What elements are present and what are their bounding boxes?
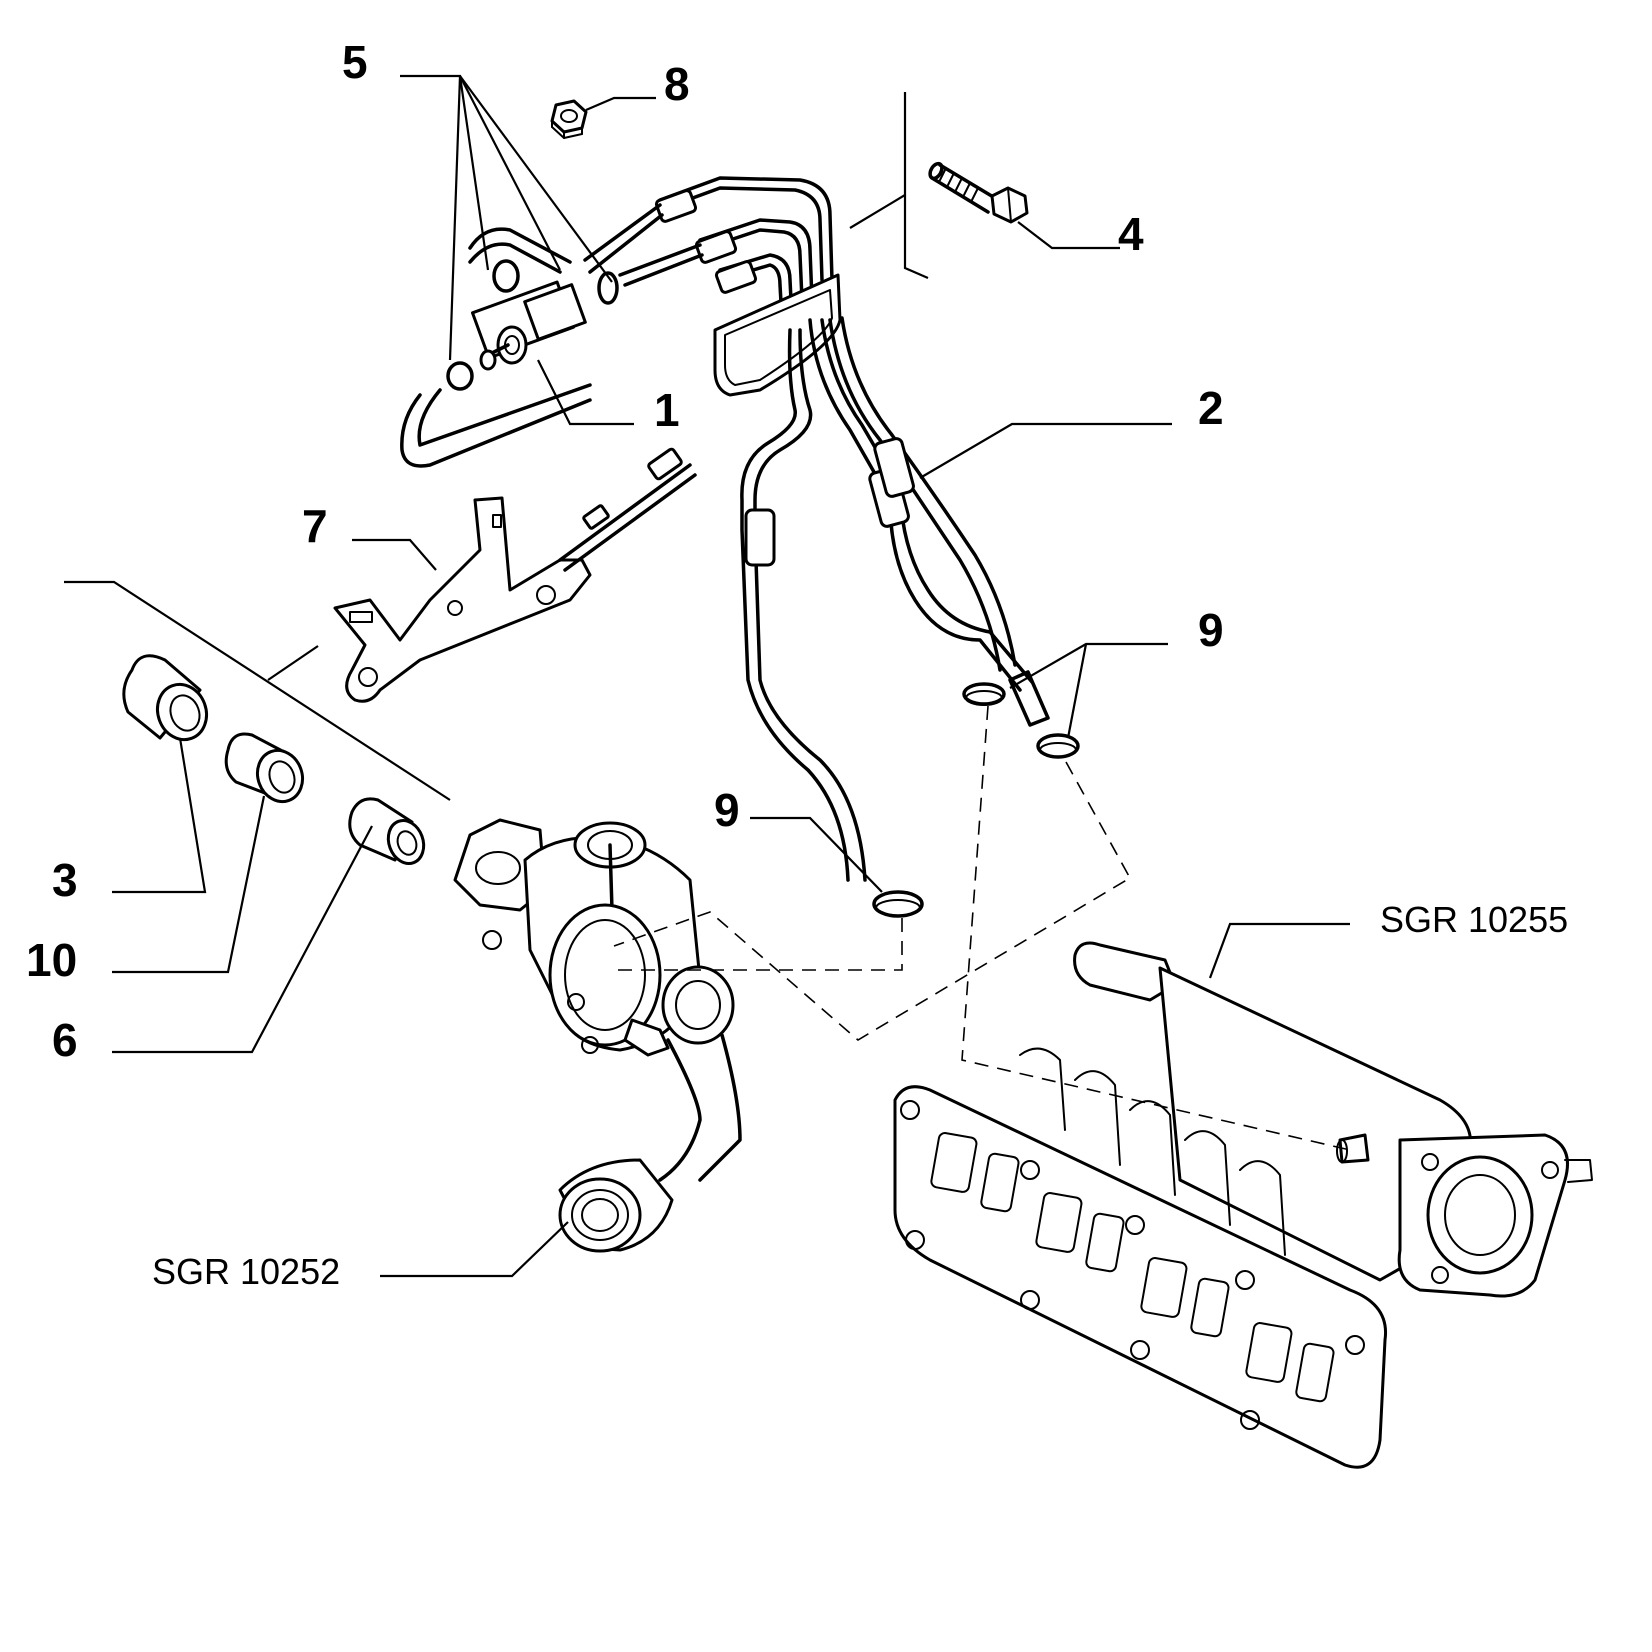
reference-labels: SGR 10255 SGR 10252 bbox=[152, 899, 1568, 1292]
egr-valve-assembly bbox=[453, 818, 742, 1253]
part-7-bracket bbox=[333, 447, 697, 703]
ref-sgr-10255: SGR 10255 bbox=[1380, 899, 1568, 940]
callout-7: 7 bbox=[302, 500, 328, 552]
callout-8: 8 bbox=[664, 58, 690, 110]
part-9-hose-clamps bbox=[872, 682, 1080, 918]
part-10-bush bbox=[224, 732, 305, 804]
manifold-bolt-holes bbox=[900, 1100, 1365, 1430]
callout-3: 3 bbox=[52, 854, 78, 906]
part-1-solenoid-valve bbox=[400, 227, 592, 468]
callout-2: 2 bbox=[1198, 382, 1224, 434]
callout-9a: 9 bbox=[1198, 604, 1224, 656]
callout-10: 10 bbox=[26, 934, 77, 986]
part-4-bolt bbox=[928, 161, 1029, 224]
callout-9b: 9 bbox=[714, 784, 740, 836]
part-5-bush bbox=[348, 797, 426, 865]
part-2-pipe-assembly bbox=[583, 176, 1050, 882]
part-8-nut bbox=[550, 99, 588, 139]
callout-6: 5 bbox=[342, 36, 368, 88]
part-6-o-rings bbox=[446, 259, 619, 391]
callout-4: 4 bbox=[1118, 208, 1144, 260]
part-3-bush bbox=[122, 654, 209, 742]
leader-lines bbox=[64, 74, 1350, 1278]
ref-sgr-10252: SGR 10252 bbox=[152, 1251, 340, 1292]
manifold-ports bbox=[930, 1132, 1335, 1403]
assembly-dashed-lines bbox=[613, 705, 1351, 1151]
intake-manifold bbox=[893, 941, 1593, 1469]
callout-1: 1 bbox=[654, 384, 680, 436]
callout-labels: 5 8 4 1 2 7 9 9 3 10 6 bbox=[26, 36, 1224, 1066]
callout-5: 6 bbox=[52, 1014, 78, 1066]
